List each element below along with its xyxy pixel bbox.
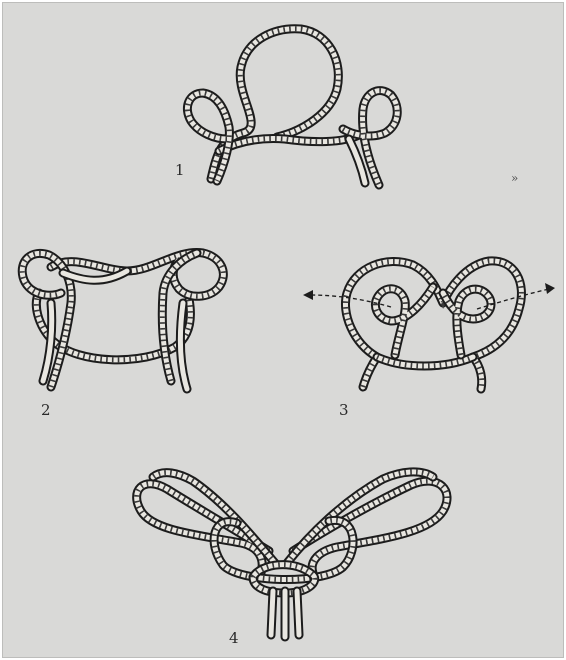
step-2-diagram [22,253,223,389]
rope-icon [22,253,223,389]
rope-icon [137,472,447,637]
stray-mark: » [511,171,518,185]
step-4-diagram [137,472,447,637]
step-1-label: 1 [175,161,185,179]
step-3-label: 3 [339,401,349,419]
step-3-diagram [303,261,555,389]
rope-icon [345,261,521,389]
step-4-label: 4 [229,629,239,647]
knot-steps-illustration [3,3,563,657]
step-2-label: 2 [41,401,51,419]
step-1-diagram [187,29,397,185]
rope-icon [187,29,397,185]
